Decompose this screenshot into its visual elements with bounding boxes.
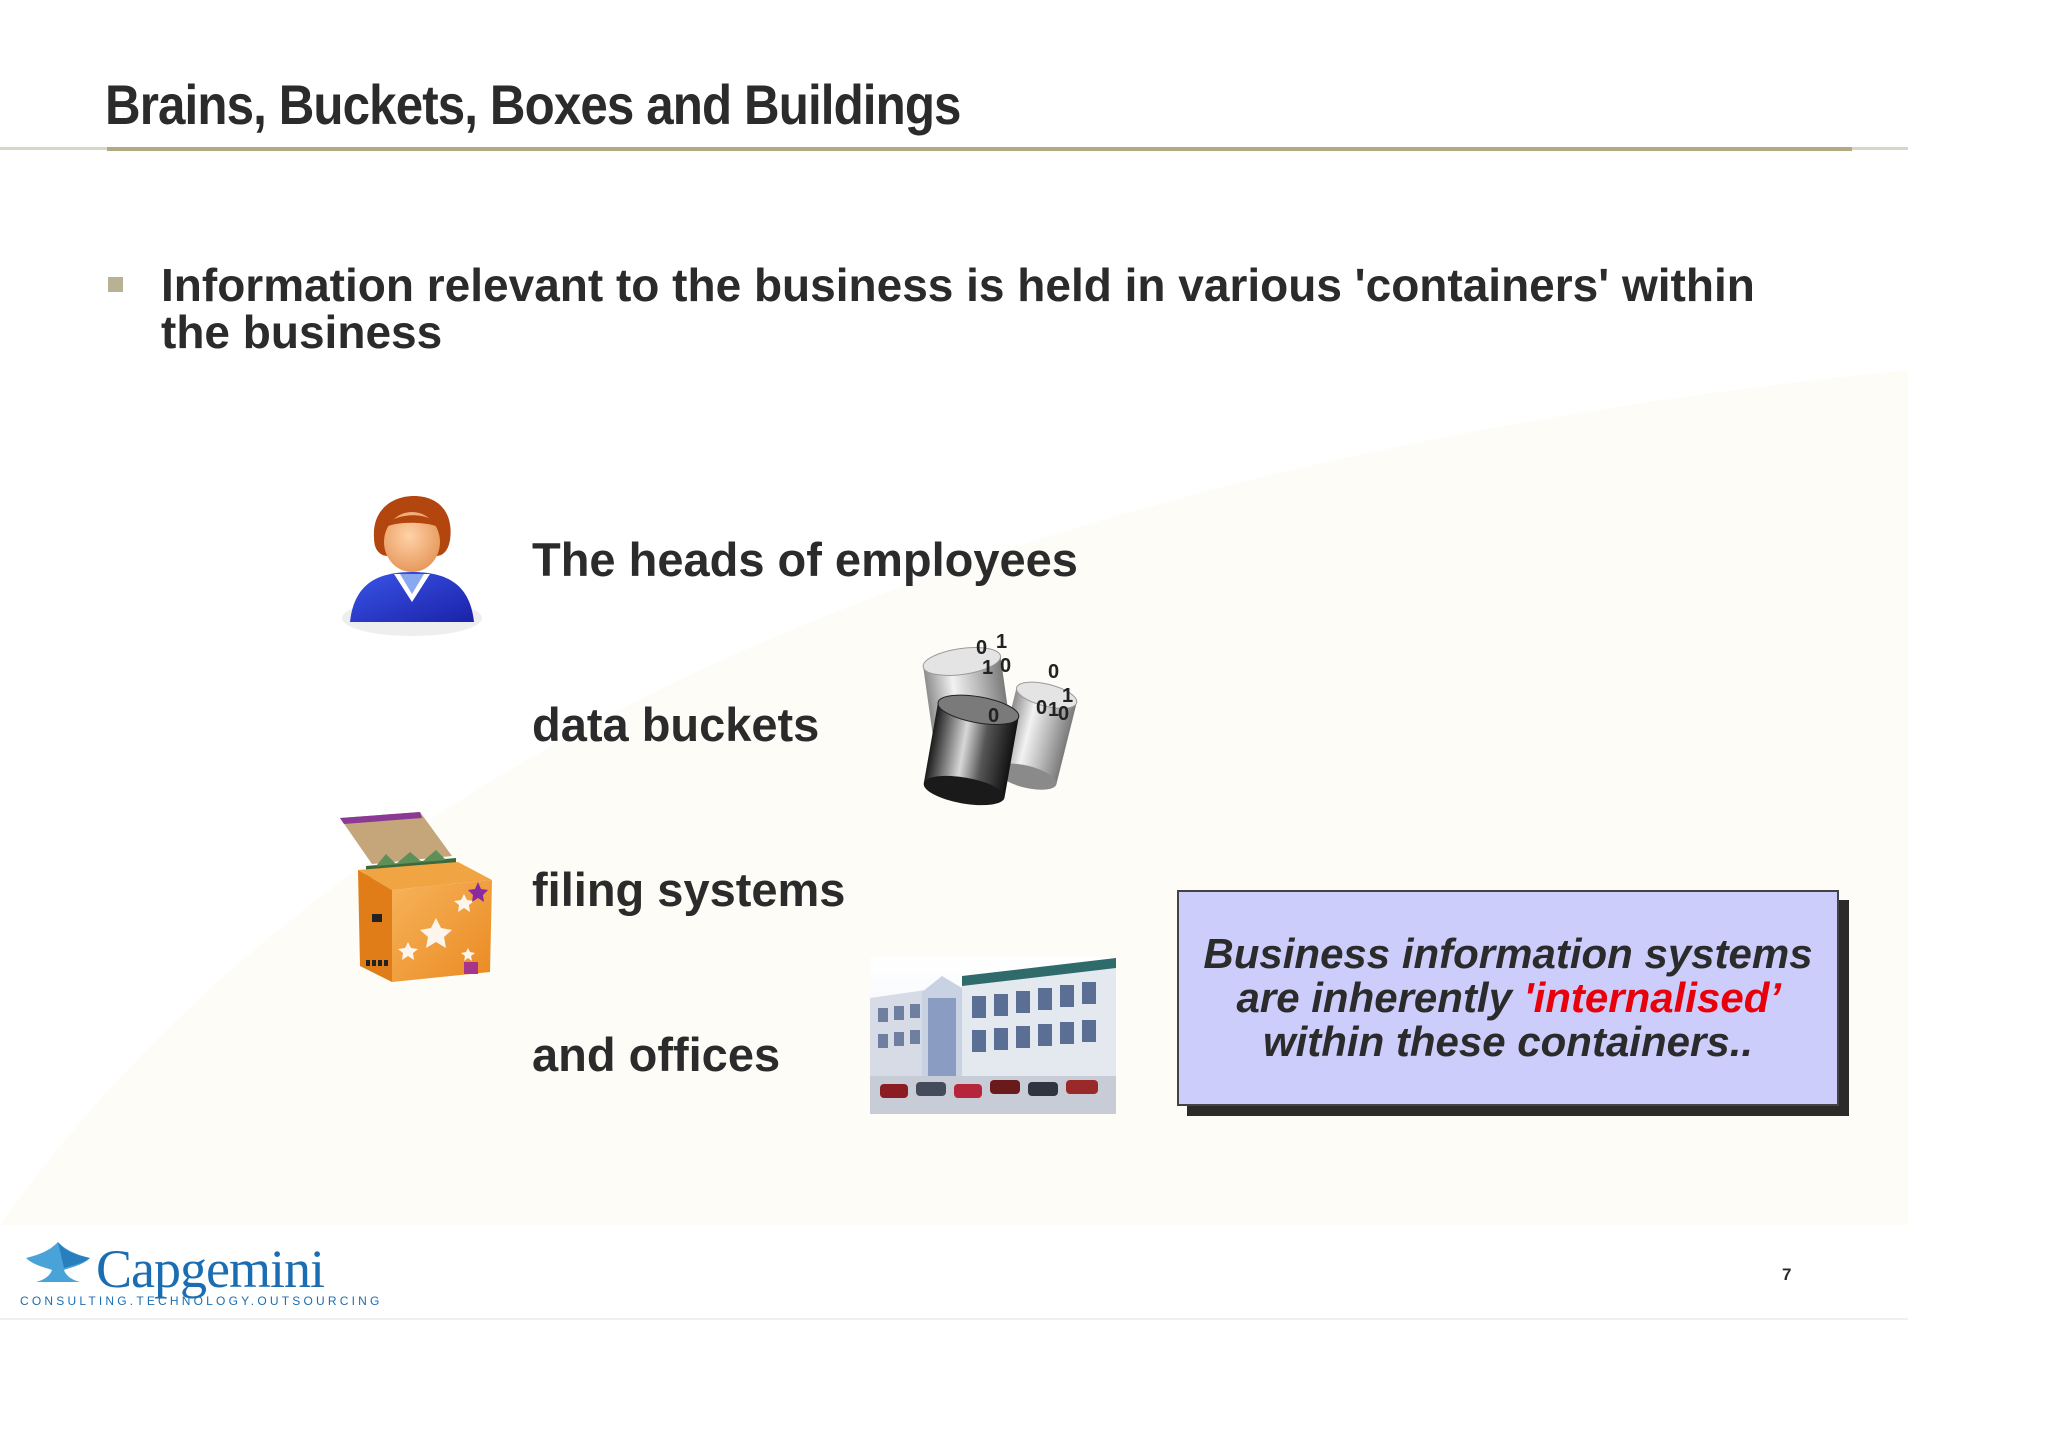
person-icon: [342, 496, 482, 636]
database-cylinders-icon: 0 1 1 0 0 1 0 1 0 0: [922, 632, 1078, 806]
callout-box: Business information systems are inheren…: [1177, 890, 1839, 1106]
callout-text: Business information systems are inheren…: [1199, 932, 1817, 1064]
logo-tagline: CONSULTING.TECHNOLOGY.OUTSOURCING: [20, 1294, 383, 1308]
filing-box-icon: [340, 812, 492, 982]
bullet-text: Information relevant to the business is …: [161, 259, 1755, 358]
callout-highlight: 'internalised’: [1523, 974, 1780, 1021]
binary-digit: 1: [1062, 685, 1073, 707]
footer-rule: [0, 1318, 1908, 1320]
slide: Brains, Buckets, Boxes and Buildings Inf…: [0, 73, 1908, 1320]
logo-wordmark: Capgemini: [96, 1239, 325, 1299]
binary-digit: 0: [988, 705, 999, 727]
title-rule: [107, 147, 1852, 151]
binary-digit: 0: [1048, 661, 1059, 683]
callout-text-part1: Business information systems are inheren…: [1203, 930, 1813, 1021]
binary-digit: 1: [996, 632, 1007, 653]
callout-text-part2: within these containers..: [1262, 1018, 1754, 1065]
item-heads-of-employees: The heads of employees: [532, 533, 1078, 586]
binary-digit: 0: [976, 637, 987, 659]
slide-title: Brains, Buckets, Boxes and Buildings: [105, 73, 961, 136]
capgemini-spade-icon: [26, 1242, 90, 1282]
office-building-icon: [870, 958, 1116, 1114]
binary-digit: 0: [1000, 655, 1011, 677]
item-filing-systems: filing systems: [532, 863, 846, 916]
item-and-offices: and offices: [532, 1028, 781, 1081]
binary-digit: 0: [1058, 703, 1069, 725]
binary-digit: 1: [1048, 699, 1059, 721]
item-data-buckets: data buckets: [532, 698, 820, 751]
page-number: 7: [1782, 1265, 1792, 1284]
binary-digit: 0: [1036, 697, 1047, 719]
bullet-marker: [108, 277, 123, 292]
binary-digit: 1: [982, 657, 993, 679]
